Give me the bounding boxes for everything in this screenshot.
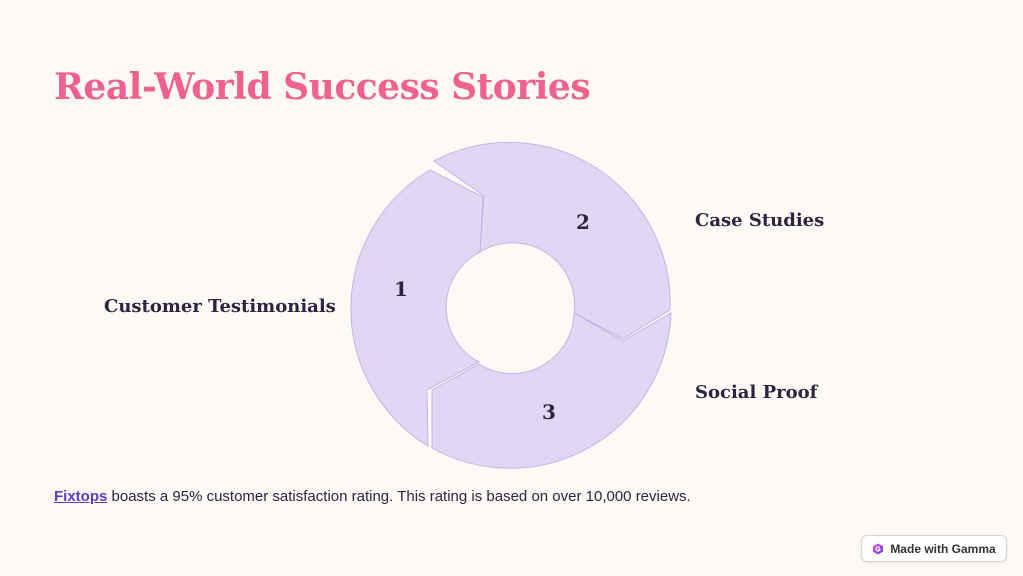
- made-with-gamma-badge[interactable]: Made with Gamma: [861, 535, 1007, 562]
- step-number-3: 3: [542, 400, 556, 424]
- step-label-case-studies: Case Studies: [695, 210, 825, 231]
- step-label-customer-testimonials: Customer Testimonials: [104, 296, 336, 317]
- gamma-logo-icon: [873, 543, 884, 554]
- step-number-2: 2: [576, 210, 590, 234]
- cycle-segment-3: [431, 312, 672, 469]
- step-label-social-proof: Social Proof: [695, 382, 818, 403]
- fixtops-link[interactable]: Fixtops: [54, 488, 108, 505]
- page-title: Real-World Success Stories: [54, 66, 591, 108]
- cycle-segment-1: [350, 169, 484, 447]
- step-number-1: 1: [394, 277, 408, 301]
- badge-label: Made with Gamma: [890, 541, 996, 556]
- cycle-segment-2: [433, 141, 671, 340]
- caption-text: boasts a 95% customer satisfaction ratin…: [107, 488, 691, 505]
- caption: Fixtops boasts a 95% customer satisfacti…: [54, 488, 691, 505]
